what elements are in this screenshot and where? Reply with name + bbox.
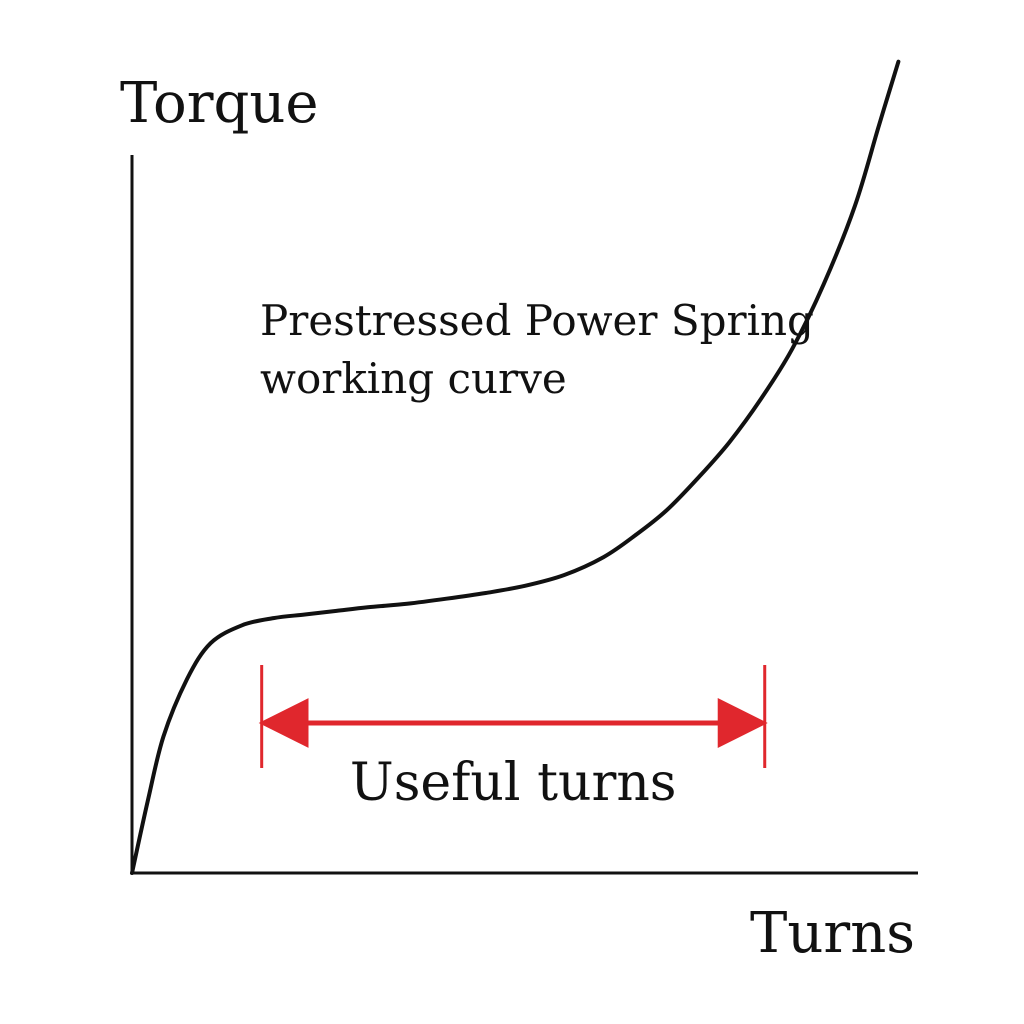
x-axis-label: Turns <box>750 901 915 966</box>
y-axis-label: Torque <box>120 71 319 136</box>
useful-turns-label: Useful turns <box>350 753 677 813</box>
chart-title-line-1: Prestressed Power Spring <box>260 296 814 345</box>
series-line-0 <box>130 59 901 875</box>
axes <box>130 155 918 875</box>
series-layer <box>130 59 901 875</box>
chart-title-line-2: working curve <box>260 354 567 403</box>
annotation-layer: Useful turns <box>258 665 768 813</box>
